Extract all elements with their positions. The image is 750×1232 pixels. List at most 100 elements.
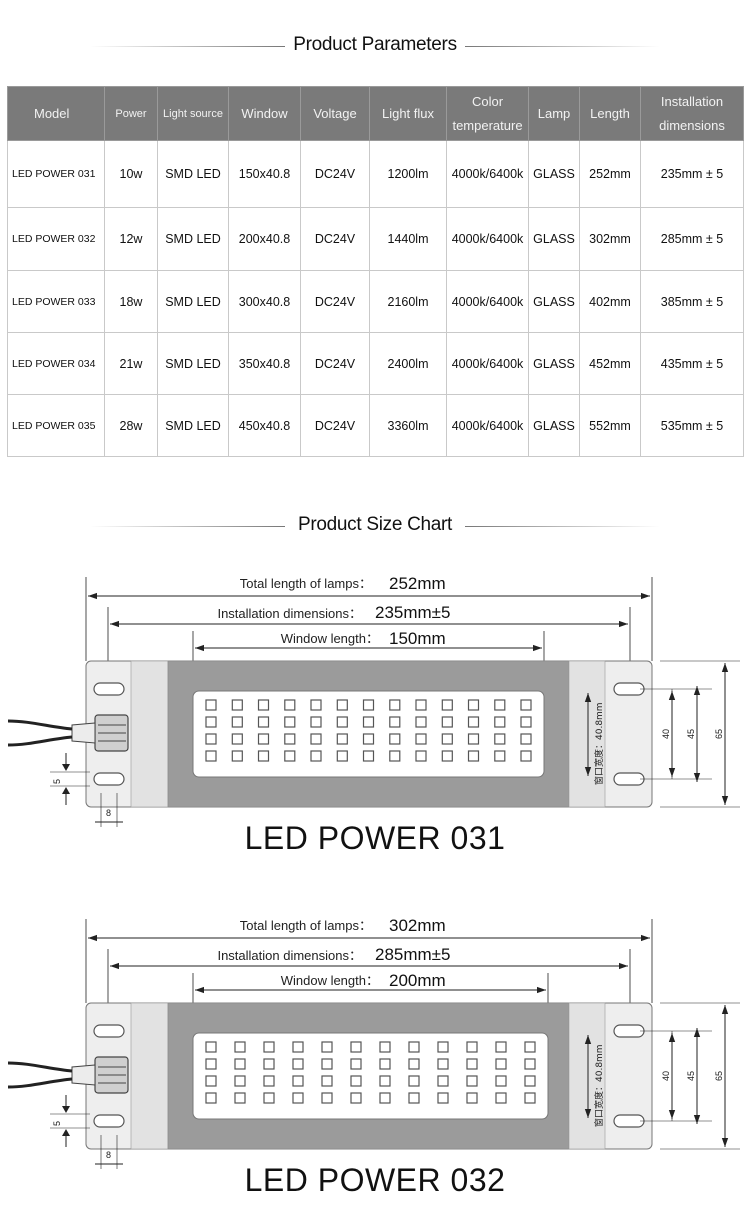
mounting-slot	[613, 1114, 645, 1128]
led-chip	[205, 716, 217, 728]
led-chip	[284, 733, 296, 745]
led-chip	[415, 750, 427, 762]
led-chip	[321, 1092, 333, 1104]
led-chip	[257, 699, 270, 711]
header-light-flux: Light flux	[369, 86, 447, 141]
total-length-label: Total length of lamps：	[240, 918, 372, 933]
dim-5-label: 5	[52, 1121, 62, 1126]
led-chip	[362, 716, 375, 728]
led-chip	[263, 1058, 275, 1070]
window-width-note: 窗口宽度：40.8mm	[593, 702, 605, 785]
led-chip	[520, 733, 532, 745]
led-chip	[284, 699, 296, 711]
cell-color-temperature: 4000k/6400k	[446, 140, 529, 208]
parameters-table: Model Power Light source Window Voltage …	[7, 86, 744, 457]
cell-model: LED POWER 034	[7, 332, 105, 395]
led-chip	[495, 1075, 507, 1087]
cell-length: 552mm	[579, 394, 641, 457]
led-chip	[205, 1058, 217, 1070]
cell-lamp: GLASS	[528, 332, 580, 395]
led-chip	[466, 1092, 478, 1104]
led-chip	[362, 733, 375, 745]
table-header-row: Model Power Light source Window Voltage …	[7, 86, 744, 141]
params-section-title: Product Parameters	[0, 32, 750, 62]
led-chip	[205, 1041, 217, 1053]
led-chip	[441, 699, 453, 711]
led-chip	[466, 1075, 478, 1087]
window-length-label: Window length：	[281, 973, 379, 988]
led-chip	[231, 733, 243, 745]
cell-model: LED POWER 032	[7, 207, 105, 271]
header-light-source: Light source	[157, 86, 229, 141]
installation-value: 235mm±5	[375, 603, 450, 622]
led-chip	[415, 733, 427, 745]
led-chip	[437, 1041, 449, 1053]
end-cap-left	[130, 660, 169, 808]
led-chip	[379, 1092, 391, 1104]
cell-power: 18w	[104, 270, 158, 333]
led-chip	[467, 699, 480, 711]
cell-voltage: DC24V	[300, 332, 370, 395]
window-width-note: 窗口宽度：40.8mm	[593, 1044, 605, 1127]
cell-installation: 435mm ± 5	[640, 332, 744, 395]
led-chip	[520, 716, 532, 728]
led-chip	[466, 1058, 478, 1070]
cell-window: 300x40.8	[228, 270, 301, 333]
dim-65-label: 65	[714, 1071, 724, 1081]
led-chip	[257, 716, 270, 728]
table-row: LED POWER 035 28w SMD LED 450x40.8 DC24V…	[7, 394, 744, 457]
cell-lamp: GLASS	[528, 394, 580, 457]
cell-window: 200x40.8	[228, 207, 301, 271]
mounting-slot	[93, 1114, 125, 1128]
title-divider-right	[465, 46, 660, 47]
led-chip	[362, 699, 375, 711]
dim-8-label: 8	[106, 1150, 111, 1160]
cell-light-flux: 2160lm	[369, 270, 447, 333]
cell-installation: 285mm ± 5	[640, 207, 744, 271]
led-chip	[467, 716, 480, 728]
dim-40-label: 40	[661, 729, 671, 739]
cable-sleeve	[71, 1064, 96, 1086]
led-chip	[494, 750, 506, 762]
dim-5-arrow	[62, 764, 70, 771]
title-divider-right	[465, 526, 660, 527]
led-chip	[524, 1058, 536, 1070]
dim-5-arrow	[62, 1106, 70, 1113]
dim-45-label: 45	[686, 1071, 696, 1081]
cell-light-source: SMD LED	[157, 140, 229, 208]
led-chip	[379, 1058, 391, 1070]
led-chip	[415, 699, 427, 711]
cell-length: 302mm	[579, 207, 641, 271]
header-lamp: Lamp	[528, 86, 580, 141]
mounting-slot	[613, 1024, 645, 1038]
wire	[7, 1077, 73, 1089]
drawing-model-name-031: LED POWER 031	[244, 820, 506, 856]
cell-voltage: DC24V	[300, 140, 370, 208]
led-chip	[234, 1075, 246, 1087]
led-chip	[292, 1075, 304, 1087]
led-chip	[231, 750, 243, 762]
cell-lamp: GLASS	[528, 140, 580, 208]
led-chip	[467, 733, 480, 745]
dim-5-arrow	[62, 1129, 70, 1136]
led-chip	[321, 1058, 333, 1070]
led-chip	[292, 1058, 304, 1070]
led-chip	[205, 733, 217, 745]
window-length-value: 150mm	[389, 629, 446, 648]
led-chip	[205, 750, 217, 762]
led-chip	[441, 750, 453, 762]
window-length-label: Window length：	[281, 631, 379, 646]
table-row: LED POWER 034 21w SMD LED 350x40.8 DC24V…	[7, 332, 744, 395]
led-chip	[263, 1075, 275, 1087]
cell-voltage: DC24V	[300, 207, 370, 271]
led-chip	[437, 1058, 449, 1070]
cell-color-temperature: 4000k/6400k	[446, 394, 529, 457]
led-chip	[389, 699, 401, 711]
led-chip	[321, 1075, 333, 1087]
led-chip	[408, 1075, 420, 1087]
led-chip	[350, 1041, 362, 1053]
dimension-drawing-032: Total length of lamps：302mmInstallation …	[7, 916, 740, 1169]
dim-65-label: 65	[714, 729, 724, 739]
led-chip	[284, 750, 296, 762]
